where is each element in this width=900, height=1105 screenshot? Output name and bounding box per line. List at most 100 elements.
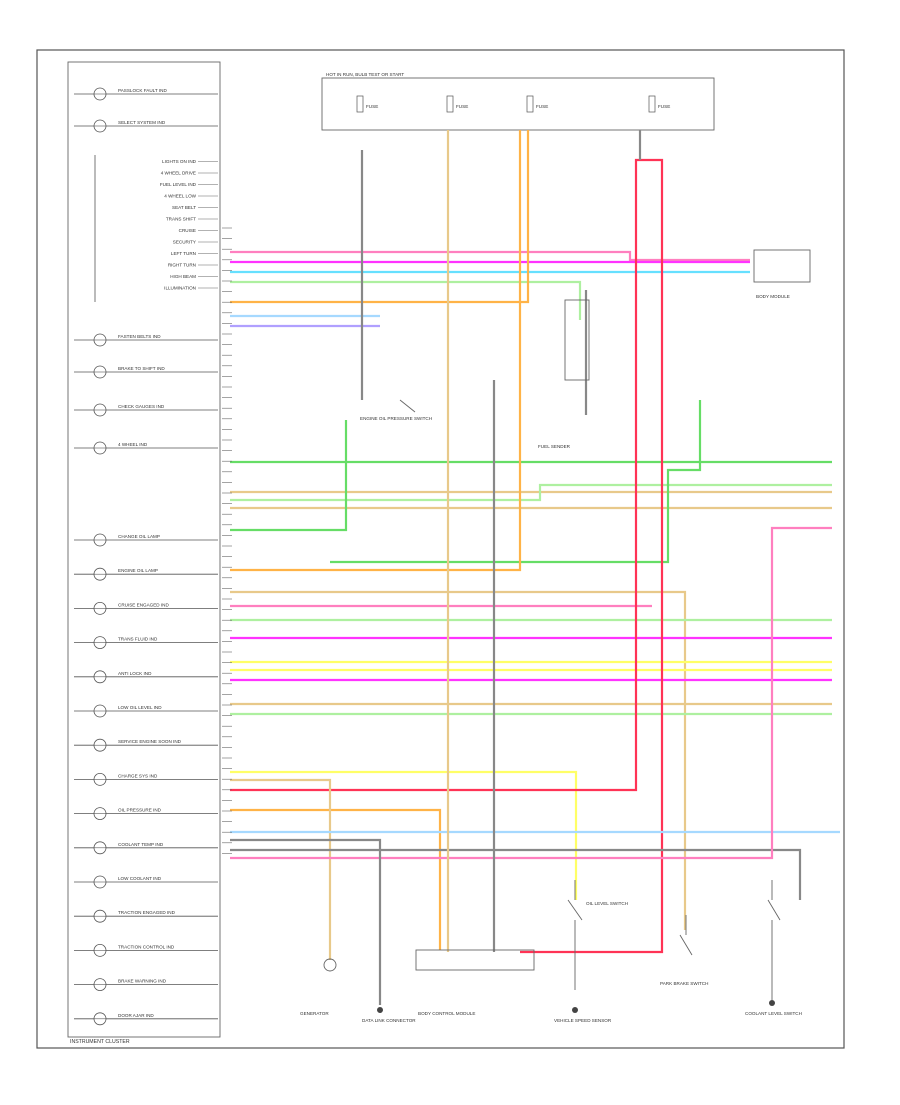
coolant-ground bbox=[769, 1000, 775, 1006]
wire-orange bbox=[230, 130, 530, 304]
top-lamp: PASSLOCK FAULT IND bbox=[74, 87, 218, 101]
wire-pink bbox=[230, 526, 832, 860]
fuse-label: FUSE bbox=[456, 104, 468, 109]
diagram-border bbox=[36, 49, 845, 1049]
data-link-symbol bbox=[377, 1007, 383, 1013]
bottom-lamp: LOW COOLANT IND bbox=[74, 875, 218, 889]
signal-label: 4 WHEEL LOW bbox=[164, 194, 196, 199]
bottom-lamp: BRAKE WARNING IND bbox=[74, 978, 218, 991]
generator-label: GENERATOR bbox=[300, 1011, 329, 1016]
lamp-label: CHANGE OIL LAMP bbox=[118, 534, 160, 539]
signal-label: TRANS SHIFT bbox=[166, 217, 196, 222]
lamp-label: TRACTION ENGAGED IND bbox=[118, 910, 176, 915]
vehicle-speed-label: VEHICLE SPEED SENSOR bbox=[554, 1018, 612, 1023]
bottom-lamp: TRACTION ENGAGED IND bbox=[74, 909, 218, 923]
wire-orange bbox=[230, 808, 442, 950]
coolant-level-switch bbox=[767, 880, 781, 1000]
component-group: GENERATOR DATA LINK CONNECTOR BODY CONTR… bbox=[300, 249, 811, 1023]
wire-group bbox=[222, 130, 840, 1005]
bottom-lamp: SERVICE ENGINE SOON IND bbox=[74, 738, 218, 752]
bottom-lamp: OIL PRESSURE IND bbox=[74, 807, 218, 820]
wire-gray bbox=[230, 838, 382, 1005]
wire-pink bbox=[230, 250, 750, 262]
lamp-label: CHARGE SYS IND bbox=[118, 773, 158, 778]
mid-lamp: BRAKE TO SHIFT IND bbox=[74, 365, 218, 379]
fuse-icon bbox=[526, 95, 534, 113]
lamp-label: BRAKE WARNING IND bbox=[118, 979, 167, 984]
lamp-label: TRANS FLUID IND bbox=[118, 637, 158, 642]
data-link-label: DATA LINK CONNECTOR bbox=[362, 1018, 416, 1023]
oil-level-label: OIL LEVEL SWITCH bbox=[586, 901, 628, 906]
mid-lamp: CHECK GAUGES IND bbox=[74, 403, 218, 417]
wire-orange bbox=[230, 130, 522, 572]
cluster-title: INSTRUMENT CLUSTER bbox=[70, 1039, 130, 1045]
vehicle-speed-symbol bbox=[572, 1007, 578, 1013]
signal-label: HIGH BEAM bbox=[170, 274, 196, 279]
lamp-label: COOLANT TEMP IND bbox=[118, 842, 164, 847]
body-module-label: BODY MODULE bbox=[756, 294, 790, 299]
wire-light_green bbox=[230, 280, 582, 320]
body-control-label: BODY CONTROL MODULE bbox=[418, 1011, 475, 1016]
top-lamp: SELECT SYSTEM IND bbox=[74, 119, 218, 133]
wire-green bbox=[330, 400, 702, 564]
park-brake-label: PARK BRAKE SWITCH bbox=[660, 981, 708, 986]
wire-light_green bbox=[230, 483, 832, 502]
fuse-block bbox=[321, 77, 715, 131]
signal-label: ILLUMINATION bbox=[164, 286, 196, 291]
lamp-label: ENGINE OIL LAMP bbox=[118, 568, 158, 573]
body-control-module bbox=[415, 949, 535, 971]
lamp-label: CRUISE ENGAGED IND bbox=[118, 602, 169, 607]
mid-lamp: 4 WHEEL IND bbox=[74, 441, 218, 455]
signal-label: SECURITY bbox=[173, 240, 196, 245]
fuse-block-header: HOT IN RUN, BULB TEST OR START bbox=[326, 72, 404, 77]
body-module-right bbox=[753, 249, 811, 283]
bottom-lamp: COOLANT TEMP IND bbox=[74, 841, 218, 855]
bottom-lamp: DOOR AJAR IND bbox=[74, 1012, 218, 1026]
bottom-lamp: ENGINE OIL LAMP bbox=[74, 567, 218, 581]
lamp-label: LOW OIL LEVEL IND bbox=[118, 705, 162, 710]
fuse-icon bbox=[648, 95, 656, 113]
lamp-label: TRACTION CONTROL IND bbox=[118, 944, 175, 949]
signal-label: LEFT TURN bbox=[171, 251, 196, 256]
bottom-lamp: CRUISE ENGAGED IND bbox=[74, 602, 218, 615]
oil-level-switch bbox=[567, 880, 583, 990]
mid-lamp: FASTEN BELTS IND bbox=[74, 333, 218, 347]
fuel-sender-label: FUEL SENDER bbox=[538, 444, 571, 449]
fuse-icon bbox=[356, 95, 364, 113]
lamp-label: ANTI LOCK IND bbox=[118, 671, 152, 676]
fuse-label: FUSE bbox=[658, 104, 670, 109]
fuse-label: FUSE bbox=[366, 104, 378, 109]
signal-label: CRUISE bbox=[179, 228, 196, 233]
lamp-label: OIL PRESSURE IND bbox=[118, 808, 162, 813]
lamp-label: SERVICE ENGINE SOON IND bbox=[118, 739, 182, 744]
instrument-cluster-box bbox=[67, 61, 221, 1038]
park-brake-switch bbox=[679, 915, 693, 956]
signal-label: SEAT BELT bbox=[172, 205, 196, 210]
bottom-lamp: ANTI LOCK IND bbox=[74, 670, 218, 684]
fuse-icon bbox=[446, 95, 454, 113]
wire-yellow bbox=[230, 770, 578, 900]
wire-green bbox=[230, 420, 348, 532]
bottom-lamp: TRACTION CONTROL IND bbox=[74, 944, 218, 957]
lamp-label: DOOR AJAR IND bbox=[118, 1013, 154, 1018]
bottom-lamp: CHARGE SYS IND bbox=[74, 773, 218, 786]
lamp-label: LOW COOLANT IND bbox=[118, 876, 162, 881]
lamp-label: 4 WHEEL IND bbox=[118, 442, 148, 447]
wire-tan bbox=[230, 778, 332, 960]
bottom-lamp: LOW OIL LEVEL IND bbox=[74, 704, 218, 718]
fuel-sender bbox=[564, 299, 590, 381]
engine-oil-label: ENGINE OIL PRESSURE SWITCH bbox=[360, 416, 432, 421]
lamp-label: CHECK GAUGES IND bbox=[118, 404, 165, 409]
generator-symbol bbox=[323, 958, 337, 972]
lamp-label: SELECT SYSTEM IND bbox=[118, 120, 166, 125]
lamp-label: BRAKE TO SHIFT IND bbox=[118, 366, 165, 371]
bottom-lamp: CHANGE OIL LAMP bbox=[74, 533, 218, 547]
wire-red bbox=[230, 158, 664, 954]
wire-gray bbox=[230, 848, 802, 900]
bottom-lamp: TRANS FLUID IND bbox=[74, 636, 218, 649]
lamp-label: FASTEN BELTS IND bbox=[118, 334, 161, 339]
